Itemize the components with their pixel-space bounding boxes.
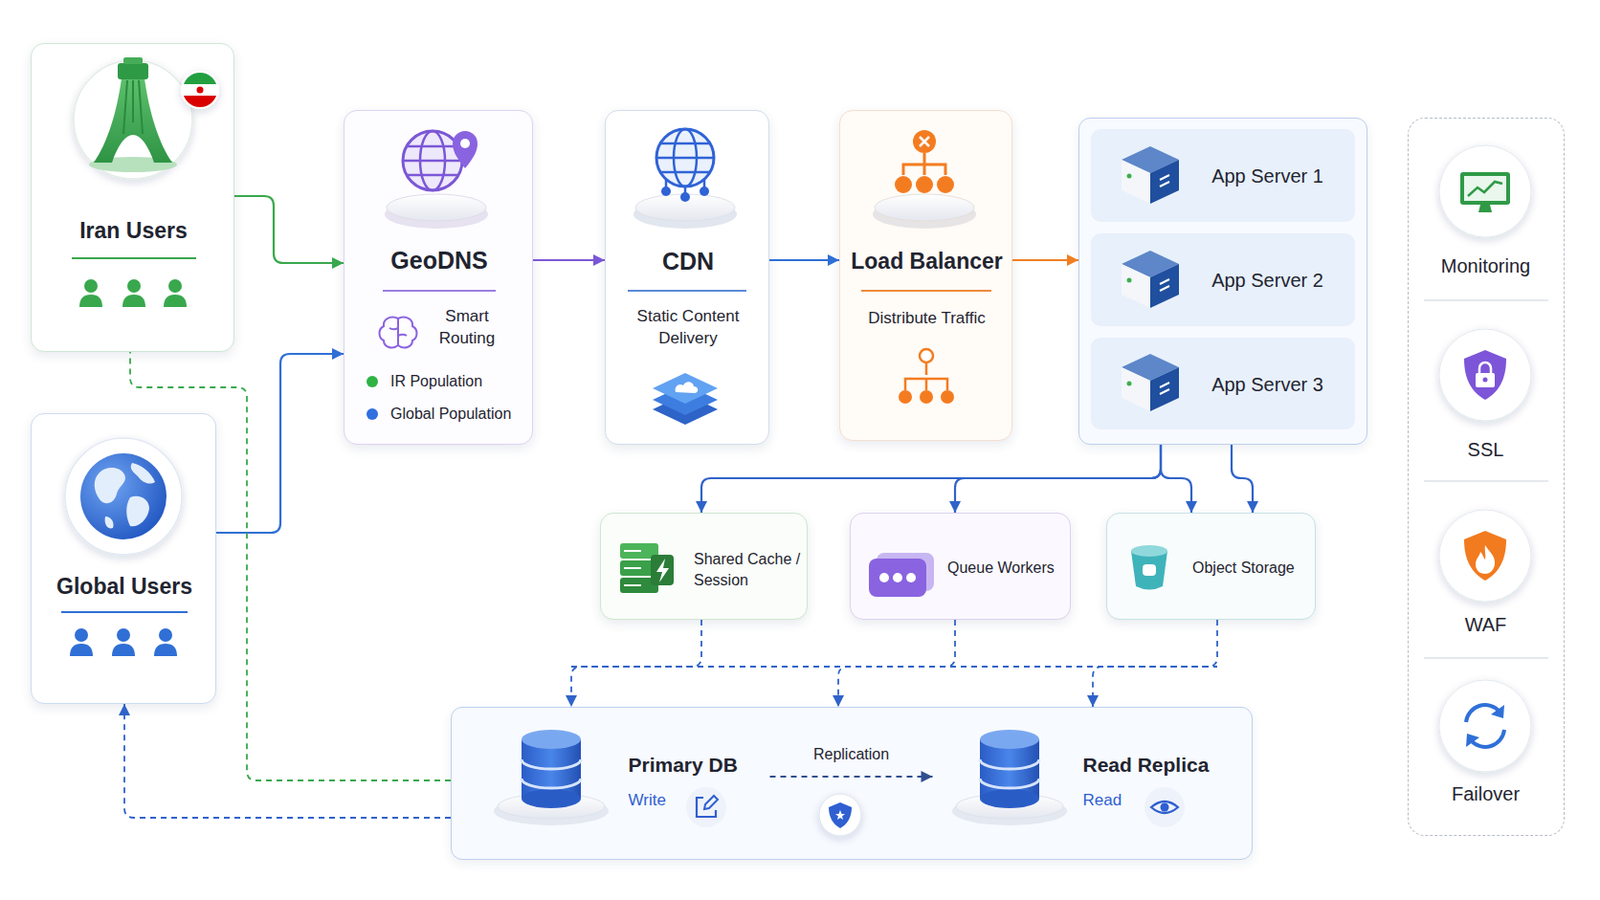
node-title: Object Storage: [1192, 557, 1312, 579]
failover-icon-part: [1466, 733, 1480, 748]
ssl-icon-part: [1483, 377, 1489, 383]
arrow-head: [565, 695, 578, 708]
server-box: App Server 1: [1090, 129, 1356, 223]
service-box: Object Storage: [1106, 512, 1316, 621]
process-box: Load BalancerDistribute Traffic: [839, 110, 1013, 442]
waf-icon-part: [1475, 545, 1495, 575]
connector: [571, 620, 702, 708]
node-subtitle: Write: [628, 790, 706, 813]
service-box: Shared Cache / Session: [600, 512, 808, 621]
legend-swatch: [366, 376, 378, 388]
node-title: App Server 3: [1196, 372, 1340, 399]
waf-icon-part: [1439, 510, 1532, 602]
arrow-head: [1087, 695, 1099, 708]
feature-item: WAF: [1417, 504, 1556, 641]
arrow-head: [695, 501, 708, 513]
node-title: Global Users: [31, 572, 218, 602]
panel-divider-part: [1423, 299, 1549, 302]
failover-icon: [1439, 680, 1532, 773]
node-title: GeoDNS: [344, 244, 534, 278]
node-title: Shared Cache / Session: [693, 549, 807, 591]
process-box: CDN Static Content Delivery: [604, 110, 770, 445]
legend-label: IR Population: [390, 372, 483, 392]
arrow-head: [1066, 254, 1079, 267]
server-group: App Server 1 App Server 2 App Server 3: [1078, 117, 1368, 445]
arrow-head: [1185, 501, 1198, 513]
panel-divider-part: [1423, 480, 1549, 483]
legend-label: Global Population: [390, 404, 512, 424]
connector: [124, 704, 451, 819]
monitoring-icon-part: [1464, 176, 1507, 201]
ssl-icon-part: [1475, 373, 1495, 388]
failover-icon-part: [1439, 680, 1532, 773]
panel-divider-part: [1423, 657, 1549, 660]
node-title: SSL: [1417, 437, 1556, 464]
node-title: Monitoring: [1417, 253, 1556, 280]
panel-divider: [1423, 300, 1549, 659]
waf-icon: [1439, 510, 1532, 602]
node-subtitle: Read: [1083, 790, 1160, 813]
waf-icon-part: [1464, 531, 1507, 581]
node-title: Failover: [1417, 781, 1556, 808]
node-title: Read Replica: [1083, 752, 1221, 779]
arrow-head: [332, 348, 344, 360]
service-box: Queue Workers: [849, 512, 1071, 621]
failover-icon-part: [1470, 730, 1505, 748]
connector: [955, 444, 1161, 513]
database-box: Primary DB Write: [492, 722, 771, 847]
monitoring-icon-part: [1478, 204, 1492, 213]
arrow-head: [118, 704, 131, 716]
node-title: App Server 2: [1196, 267, 1340, 294]
ssl-icon-part: [1479, 362, 1491, 375]
arrow-head: [949, 501, 961, 513]
node-title: WAF: [1417, 612, 1556, 639]
monitoring-icon-part: [1439, 145, 1532, 238]
arrow-head: [832, 695, 845, 708]
monitoring-icon: [1439, 145, 1532, 238]
feature-item: Failover: [1417, 674, 1556, 811]
user-group-box: Iran Users: [30, 43, 235, 353]
ssl-icon: [1439, 329, 1532, 422]
connector: [838, 620, 956, 708]
arrow-head: [827, 254, 840, 267]
ssl-icon-part: [1464, 350, 1507, 400]
arrow-head: [593, 254, 605, 267]
arrow-head: [332, 257, 344, 269]
legend-swatch: [366, 408, 378, 421]
merge-wire-part: [571, 666, 1218, 668]
database-box: Read ReplicaRead: [933, 722, 1221, 847]
edge-label: Replication: [813, 746, 889, 764]
node-title: Primary DB: [628, 752, 771, 779]
node-title: CDN: [621, 245, 756, 279]
user-group-box: Global Users: [30, 413, 217, 705]
node-title: App Server 1: [1196, 163, 1340, 190]
connector: [701, 444, 1161, 513]
connector: [216, 354, 344, 534]
connector: [234, 196, 344, 264]
feature-item: SSL: [1417, 323, 1556, 466]
server-box: App Server 2: [1090, 233, 1356, 327]
process-box: GeoDNS Smart Routing IR PopulationGlobal P…: [343, 110, 534, 445]
server-box: App Server 3: [1090, 337, 1356, 430]
failover-icon-part: [1466, 705, 1500, 723]
node-subtitle: Distribute Traffic: [840, 308, 1014, 331]
node-title: Load Balancer: [840, 246, 1014, 277]
arrow-head: [1246, 501, 1259, 513]
node-subtitle: Smart Routing: [425, 306, 509, 351]
feature-item: Monitoring: [1417, 138, 1556, 281]
failover-icon-part: [1490, 705, 1505, 719]
monitoring-icon-part: [1467, 181, 1503, 197]
monitoring-icon-part: [1460, 172, 1511, 205]
node-subtitle: Static Content Delivery: [621, 306, 756, 351]
ssl-icon-part: [1439, 329, 1532, 422]
node-title: Queue Workers: [947, 557, 1067, 579]
database-group: Primary DB Write Read ReplicaRead: [450, 707, 1253, 861]
feature-panel: MonitoringSSL WAF Failover: [1407, 117, 1565, 837]
node-title: Iran Users: [31, 216, 236, 246]
merge-wire: [571, 666, 1218, 668]
connector: [1092, 620, 1218, 708]
